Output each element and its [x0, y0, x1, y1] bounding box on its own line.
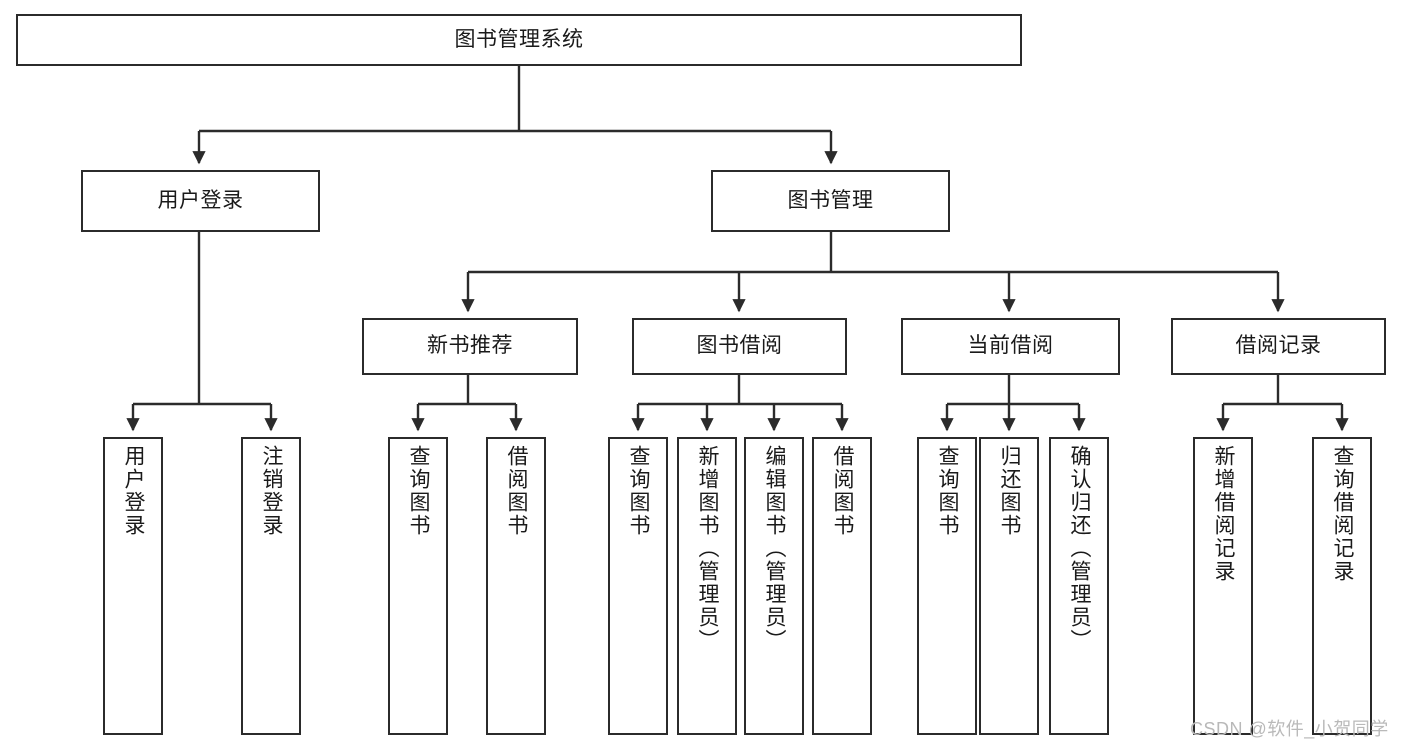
node-label: 图书借阅: [696, 334, 783, 358]
node-label: 查询借阅记录: [1331, 445, 1355, 583]
node-leaf-current-borrow-confirm-return[interactable]: 确认归还（管理员）: [1049, 437, 1109, 735]
node-label: 新书推荐: [427, 334, 513, 358]
node-label: 图书管理系统: [454, 27, 584, 51]
node-label: 用户登录: [157, 188, 244, 212]
node-label: 注销登录: [260, 445, 284, 537]
node-label: 确认归还（管理员）: [1068, 445, 1092, 652]
node-label: 编辑图书（管理员）: [763, 445, 787, 652]
node-label: 查询图书: [627, 445, 651, 537]
node-leaf-new-book-query[interactable]: 查询图书: [388, 437, 448, 735]
node-label: 查询图书: [407, 445, 431, 537]
node-user-login[interactable]: 用户登录: [81, 170, 320, 232]
node-book-management[interactable]: 图书管理: [711, 170, 950, 232]
node-leaf-book-borrow-edit[interactable]: 编辑图书（管理员）: [744, 437, 804, 735]
node-current-borrow[interactable]: 当前借阅: [901, 318, 1120, 375]
node-leaf-user-login-login[interactable]: 用户登录: [103, 437, 163, 735]
node-label: 图书管理: [787, 188, 874, 212]
node-leaf-book-borrow-add[interactable]: 新增图书（管理员）: [677, 437, 737, 735]
node-label: 当前借阅: [967, 334, 1054, 358]
node-label: 查询图书: [936, 445, 960, 537]
node-leaf-book-borrow-borrow[interactable]: 借阅图书: [812, 437, 872, 735]
node-book-borrow[interactable]: 图书借阅: [632, 318, 847, 375]
node-label: 新增借阅记录: [1212, 445, 1236, 583]
node-new-book-recommend[interactable]: 新书推荐: [362, 318, 578, 375]
node-borrow-record[interactable]: 借阅记录: [1171, 318, 1386, 375]
node-leaf-book-borrow-query[interactable]: 查询图书: [608, 437, 668, 735]
node-leaf-borrow-record-add[interactable]: 新增借阅记录: [1193, 437, 1253, 735]
node-label: 借阅图书: [505, 445, 529, 537]
csdn-watermark: CSDN @软件_小贺同学: [1190, 719, 1389, 739]
node-leaf-current-borrow-query[interactable]: 查询图书: [917, 437, 977, 735]
node-root-book-management-system[interactable]: 图书管理系统: [16, 14, 1022, 66]
node-label: 借阅图书: [831, 445, 855, 537]
node-leaf-borrow-record-query[interactable]: 查询借阅记录: [1312, 437, 1372, 735]
node-label: 新增图书（管理员）: [696, 445, 720, 652]
node-leaf-new-book-borrow[interactable]: 借阅图书: [486, 437, 546, 735]
node-leaf-current-borrow-return[interactable]: 归还图书: [979, 437, 1039, 735]
node-label: 用户登录: [122, 445, 146, 537]
node-label: 归还图书: [998, 445, 1022, 537]
node-label: 借阅记录: [1235, 334, 1322, 358]
node-leaf-user-login-logout[interactable]: 注销登录: [241, 437, 301, 735]
